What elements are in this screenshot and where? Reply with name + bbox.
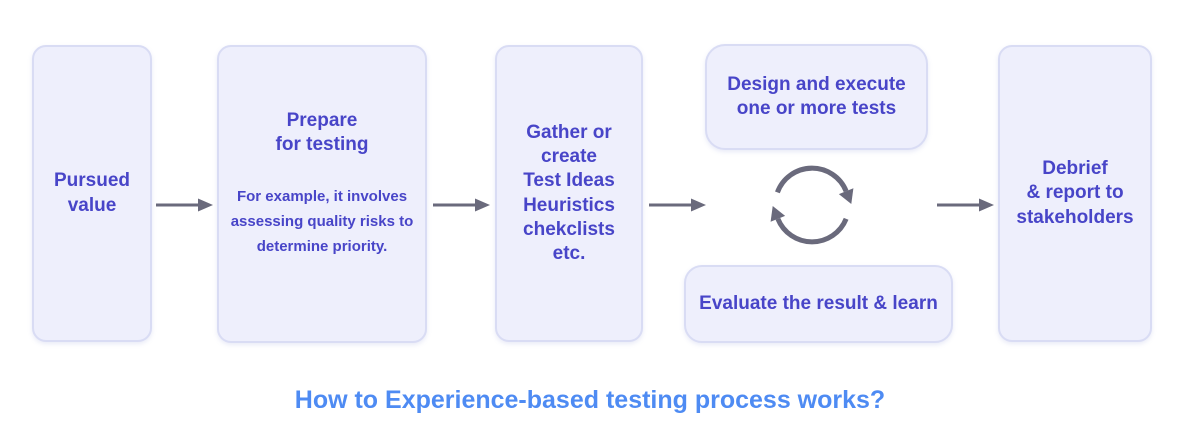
step-gather-label: Gather or create Test Ideas Heuristics c… [523, 121, 615, 265]
step-prepare-for-testing: Prepare for testing For example, it invo… [217, 45, 427, 343]
step-design-execute-tests: Design and execute one or more tests [705, 44, 928, 150]
cycle-arrows-icon [770, 165, 854, 245]
step-debrief-label: Debrief & report to stakeholders [1016, 158, 1134, 228]
step-pursued-value: Pursued value [32, 45, 152, 342]
step-prepare-description: For example, it involves assessing quali… [230, 187, 414, 255]
right-arrow-icon [433, 198, 490, 212]
right-arrow-icon [649, 198, 706, 212]
step-pursued-value-label: Pursued value [53, 170, 131, 216]
step-gather-test-ideas: Gather or create Test Ideas Heuristics c… [495, 45, 643, 342]
step-debrief-report: Debrief & report to stakeholders [998, 45, 1152, 342]
step-evaluate-result-learn: Evaluate the result & learn [684, 265, 953, 343]
right-arrow-icon [937, 198, 994, 212]
diagram-title: How to Experience-based testing process … [294, 386, 886, 414]
right-arrow-icon [156, 198, 213, 212]
step-design-label: Design and execute one or more tests [727, 73, 906, 119]
step-prepare-title: Prepare for testing [275, 110, 369, 156]
step-evaluate-label: Evaluate the result & learn [699, 292, 938, 314]
